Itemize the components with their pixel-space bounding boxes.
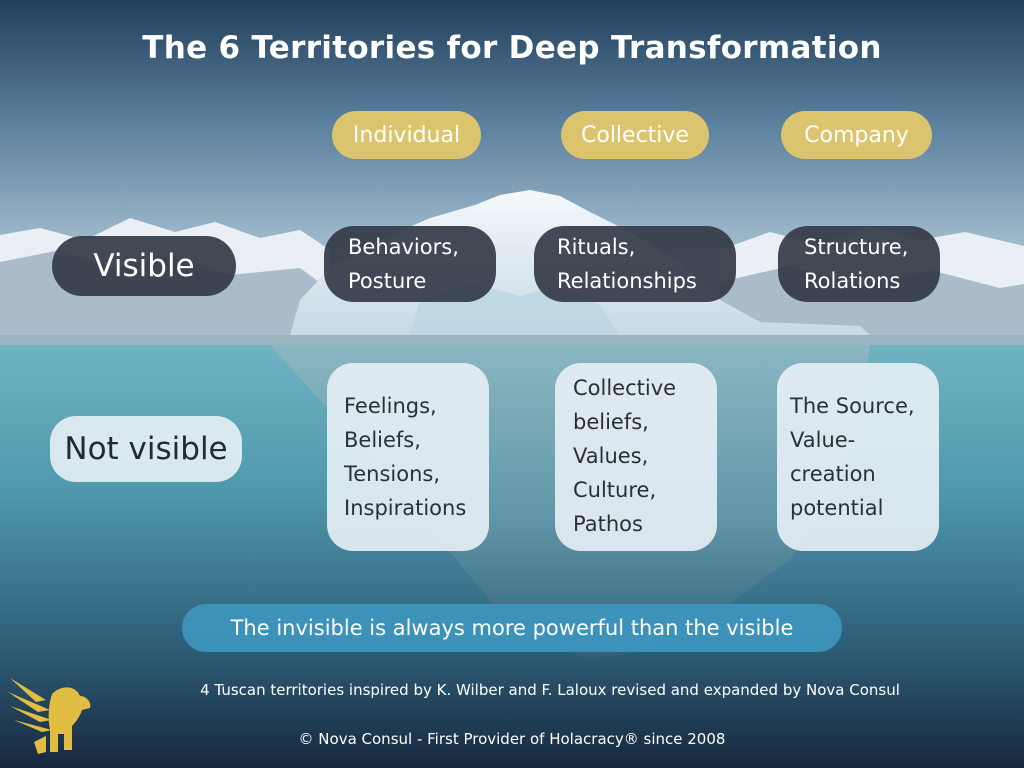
cell-line: Beliefs, (344, 428, 421, 452)
column-header-individual: Individual (332, 111, 481, 159)
credit-line: 4 Tuscan territories inspired by K. Wilb… (200, 681, 900, 699)
column-header-company: Company (781, 111, 932, 159)
cell-line: Rituals, (557, 235, 636, 259)
cell-line: Rolations (804, 269, 901, 293)
page-title: The 6 Territories for Deep Transformatio… (142, 30, 882, 66)
cell-hidden-collective: Collective beliefs, Values, Culture, Pat… (555, 363, 717, 551)
cell-line: Structure, (804, 235, 909, 259)
cell-line: beliefs, (573, 410, 649, 434)
cell-line: The Source, (790, 394, 915, 418)
row-label-not-visible: Not visible (50, 416, 242, 482)
copyright-line: © Nova Consul - First Provider of Holacr… (298, 730, 726, 748)
cell-line: Values, (573, 444, 649, 468)
cell-line: Culture, (573, 478, 657, 502)
cell-line: potential (790, 496, 884, 520)
cell-hidden-individual: Feelings, Beliefs, Tensions, Inspiration… (327, 363, 489, 551)
cell-line: Posture (348, 269, 427, 293)
cell-visible-individual: Behaviors, Posture (324, 226, 496, 302)
column-header-collective: Collective (561, 111, 709, 159)
cell-line: Relationships (557, 269, 697, 293)
cell-line: Tensions, (344, 462, 441, 486)
cell-line: Inspirations (344, 496, 467, 520)
cell-visible-collective: Rituals, Relationships (534, 226, 736, 302)
cell-line: creation (790, 462, 876, 486)
golden-griffin-logo (8, 678, 91, 754)
key-message-banner: The invisible is always more powerful th… (182, 604, 842, 652)
row-label-visible: Visible (52, 236, 236, 296)
cell-line: Behaviors, (348, 235, 459, 259)
cell-visible-company: Structure, Rolations (778, 226, 940, 302)
cell-line: Feelings, (344, 394, 437, 418)
cell-line: Collective (573, 376, 677, 400)
cell-hidden-company: The Source, Value- creation potential (777, 363, 939, 551)
cell-line: Pathos (573, 512, 643, 536)
cell-line: Value- (790, 428, 856, 452)
